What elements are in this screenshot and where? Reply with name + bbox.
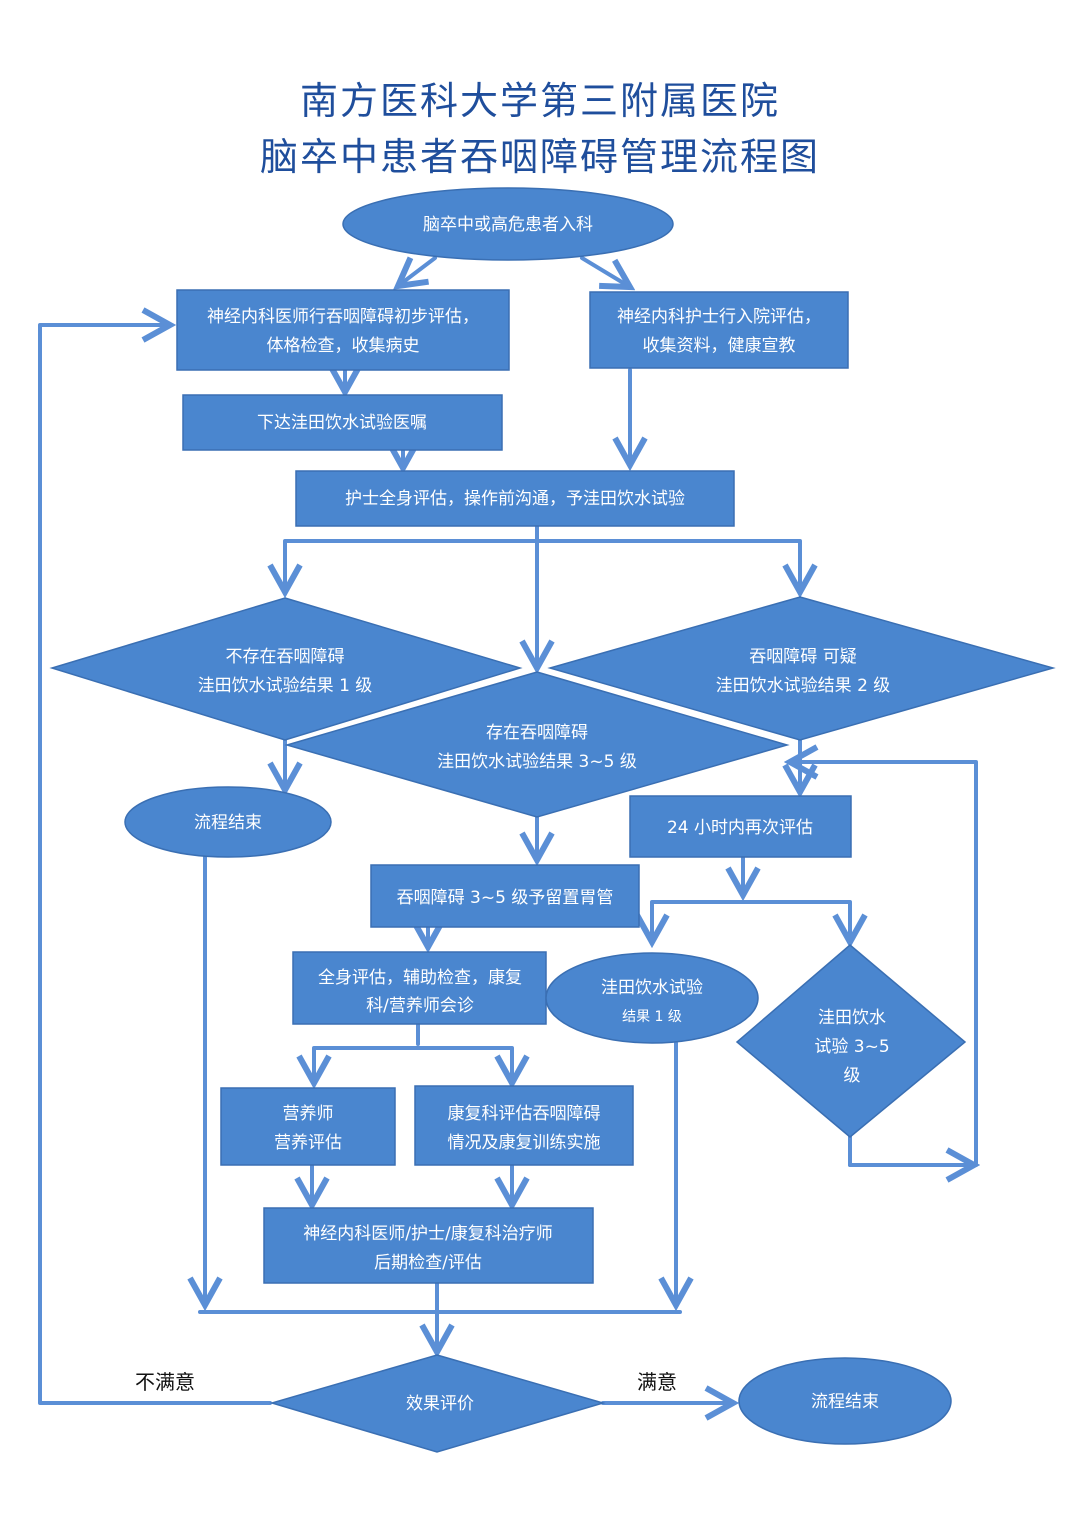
nutrition-label-1: 营养师	[283, 1104, 334, 1124]
nurse-test-node	[295, 470, 735, 527]
consult-label-1: 全身评估，辅助检查，康复	[318, 968, 522, 988]
reeval-node	[629, 795, 852, 858]
has-dysphagia-label-1: 存在吞咽障碍	[486, 723, 588, 743]
rehab-label-2: 情况及康复训练实施	[448, 1133, 601, 1153]
retest-l35-label-1: 洼田饮水	[818, 1008, 886, 1028]
unsatisfied-label: 不满意	[135, 1370, 195, 1394]
tube-node	[370, 864, 640, 928]
arrow-admission-to-doctor	[398, 256, 437, 286]
suspect-node	[547, 596, 1056, 741]
arrow-branch-right	[535, 539, 800, 592]
title-line-2: 脑卒中患者吞咽障碍管理流程图	[259, 135, 820, 179]
nurse-test-label: 护士全身评估，操作前沟通，予洼田饮水试验	[345, 489, 685, 509]
satisfied-label: 满意	[637, 1370, 677, 1394]
followup-label-1: 神经内科医师/护士/康复科治疗师	[303, 1224, 552, 1244]
consult-label-2: 科/营养师会诊	[366, 996, 474, 1016]
arrow-l35-to-right	[848, 1135, 974, 1165]
nurse-eval-node	[589, 291, 849, 369]
end2-node	[738, 1357, 952, 1445]
tube-label: 吞咽障碍 3~5 级予留置胃管	[397, 888, 614, 908]
node-labels: 脑卒中或高危患者入科 神经内科医师行吞咽障碍初步评估， 体格检查，收集病史 神经…	[194, 215, 890, 1414]
no-dysphagia-label-2: 洼田饮水试验结果 1 级	[198, 676, 373, 696]
retest-l35-node	[735, 944, 967, 1138]
has-dysphagia-node	[284, 671, 790, 818]
evaluation-node	[269, 1354, 606, 1453]
suspect-label-1: 吞咽障碍 可疑	[749, 647, 856, 667]
retest-l1-label-2: 结果 1 级	[622, 1009, 682, 1025]
suspect-label-2: 洼田饮水试验结果 2 级	[716, 676, 891, 696]
title-line-1: 南方医科大学第三附属医院	[299, 79, 780, 123]
nurse-eval-label-2: 收集资料，健康宣教	[643, 336, 796, 356]
end1-node	[124, 786, 332, 858]
reeval-label: 24 小时内再次评估	[667, 818, 813, 838]
has-dysphagia-label-2: 洼田饮水试验结果 3~5 级	[437, 752, 637, 772]
arrow-consult-right	[416, 1046, 512, 1083]
admission-node	[342, 187, 674, 261]
doctor-eval-label-2: 体格检查，收集病史	[267, 336, 420, 356]
followup-node	[263, 1207, 594, 1284]
no-dysphagia-node	[49, 597, 523, 741]
retest-l35-label-2: 试验 3~5	[814, 1037, 889, 1057]
shapes	[49, 187, 1056, 1453]
admission-label: 脑卒中或高危患者入科	[423, 215, 593, 235]
arrow-reeval-left	[652, 900, 745, 942]
retest-l1-label-1: 洼田饮水试验	[601, 978, 703, 998]
doctor-eval-label-1: 神经内科医师行吞咽障碍初步评估，	[207, 307, 479, 327]
nurse-eval-label-1: 神经内科护士行入院评估，	[617, 307, 821, 327]
order-node	[182, 394, 503, 451]
consult-node	[292, 951, 547, 1025]
order-label: 下达洼田饮水试验医嘱	[257, 413, 427, 433]
connectors	[38, 256, 976, 1405]
arrow-consult-left	[314, 1046, 420, 1083]
arrow-reeval-right	[741, 900, 850, 942]
nutrition-node	[220, 1087, 396, 1166]
followup-label-2: 后期检查/评估	[374, 1253, 482, 1273]
end1-label: 流程结束	[194, 813, 262, 833]
no-dysphagia-label-1: 不存在吞咽障碍	[226, 647, 345, 667]
rehab-node	[414, 1085, 634, 1166]
edge-labels: 不满意 满意	[135, 1370, 677, 1394]
arrow-branch-left	[285, 539, 539, 592]
retest-l35-label-3: 级	[844, 1066, 861, 1086]
rehab-label-1: 康复科评估吞咽障碍	[448, 1104, 601, 1124]
evaluation-label: 效果评价	[406, 1394, 474, 1414]
nutrition-label-2: 营养评估	[274, 1133, 342, 1153]
end2-label: 流程结束	[811, 1392, 879, 1412]
retest-l1-node	[545, 952, 759, 1044]
doctor-eval-node	[176, 289, 510, 371]
arrow-eval-unsatisfied	[38, 325, 272, 1405]
arrow-admission-to-nurse	[580, 256, 630, 287]
